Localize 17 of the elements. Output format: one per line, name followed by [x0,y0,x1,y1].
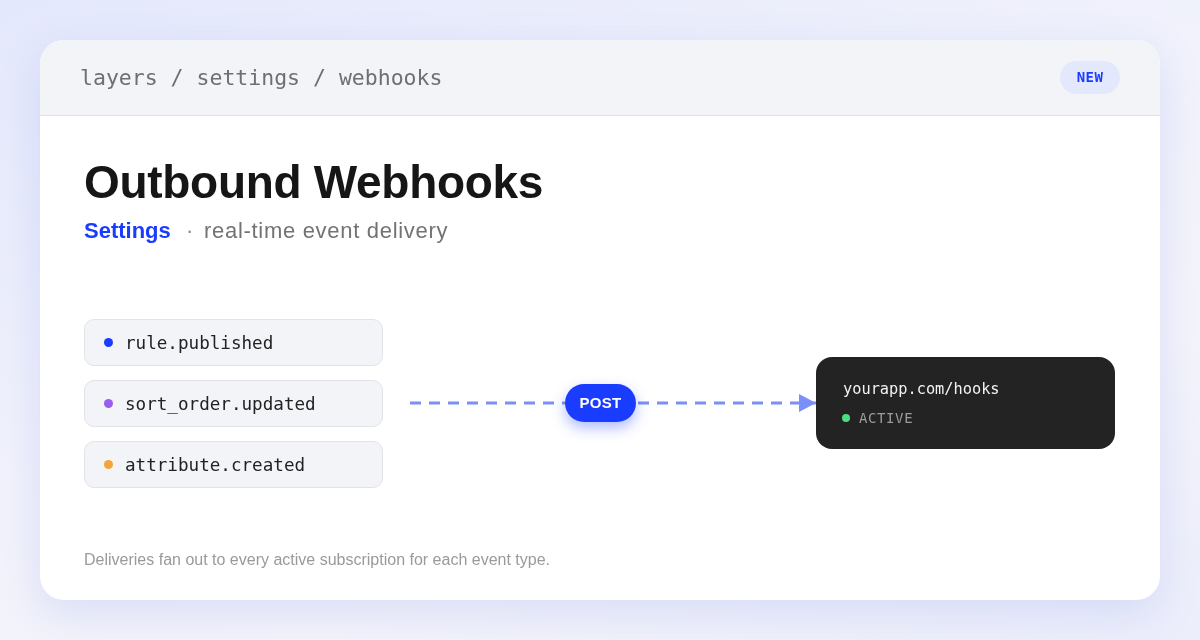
edge-label: POST [565,384,636,422]
page-title: Outbound Webhooks [84,159,544,205]
event-name: sort_order.updated [125,392,316,415]
caption-text: Deliveries fan out to every active subscription for each event type. [84,550,550,570]
status-text: ACTIVE [859,409,914,427]
endpoint-box [816,357,1115,449]
event-box [84,380,383,427]
breadcrumb-text: layers / settings / webhooks [80,65,443,91]
endpoint-url: yourapp.com/hooks [843,379,1000,399]
event-name: rule.published [125,331,274,354]
section-name: Settings [84,218,171,244]
event-box [84,441,383,488]
new-badge: NEW [1060,61,1120,94]
separator-text: · [186,218,194,244]
event-box [84,319,383,366]
event-name: attribute.created [125,453,306,476]
subtitle-text: real-time event delivery [204,218,449,244]
